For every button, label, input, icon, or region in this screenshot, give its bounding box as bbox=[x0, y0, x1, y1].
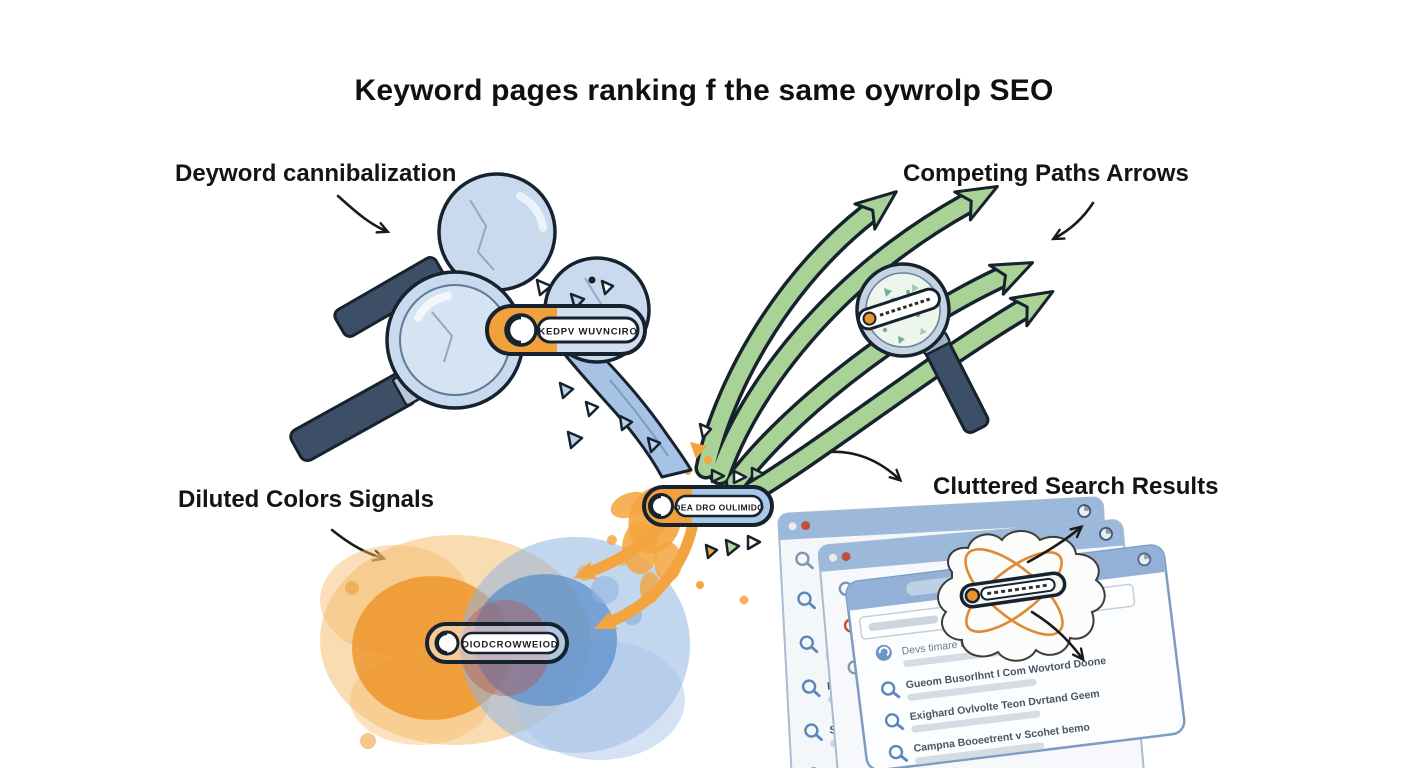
search-pill-cluster-text: KEDPV WUVNCIRO bbox=[538, 327, 637, 338]
window-control-icon bbox=[1136, 551, 1152, 567]
green-arrow bbox=[712, 184, 999, 482]
search-pill-mini bbox=[857, 287, 941, 331]
search-pill-blob: OIODCROWWEIOD bbox=[425, 622, 569, 664]
window-dot bbox=[801, 521, 811, 531]
orange-arrow bbox=[573, 519, 668, 580]
green-arrow bbox=[744, 290, 1055, 500]
search-pill-cloud bbox=[959, 571, 1067, 609]
competing-arrows bbox=[694, 184, 1055, 504]
orange-arrow bbox=[593, 522, 698, 630]
label-diluted-signals: Diluted Colors Signals bbox=[178, 486, 435, 513]
callout-arrows bbox=[1026, 525, 1085, 662]
orbit-scribble bbox=[965, 551, 1063, 633]
orange-arrows bbox=[573, 519, 698, 630]
annotation-arrow-cannibalization bbox=[336, 194, 391, 234]
label-cluttered-results: Cluttered Search Results bbox=[933, 473, 1219, 500]
diagram-title: Keyword pages ranking f the same oywrolp… bbox=[354, 74, 1054, 107]
window-control-icon bbox=[1077, 503, 1092, 519]
glass-shards bbox=[535, 278, 713, 454]
label-keyword-cannibalization: Deyword cannibalization bbox=[175, 160, 457, 187]
green-arrow bbox=[728, 261, 1035, 490]
search-pill-center-text: OEA DRO OULIMIDO bbox=[674, 503, 765, 513]
search-pill-blob-text: OIODCROWWEIOD bbox=[462, 640, 559, 651]
window-dot bbox=[829, 553, 838, 562]
annotation-arrow-competing bbox=[1050, 201, 1095, 241]
magnifier-cluster: KEDPV WUVNCIRO bbox=[289, 172, 713, 479]
search-pill-center: OEA DRO OULIMIDO bbox=[642, 485, 774, 527]
orbit-scribble bbox=[964, 547, 1064, 637]
window-dot bbox=[841, 552, 851, 562]
shards-near-center bbox=[704, 466, 766, 560]
magnifier-green bbox=[855, 262, 990, 434]
label-competing-paths: Competing Paths Arrows bbox=[903, 160, 1189, 187]
search-pill-cluster: KEDPV WUVNCIRO bbox=[485, 304, 647, 356]
window-dot bbox=[788, 522, 797, 531]
cloud-callout bbox=[937, 525, 1106, 662]
green-arrow bbox=[698, 190, 898, 476]
window-control-icon bbox=[1098, 526, 1114, 542]
funnel bbox=[564, 344, 693, 479]
